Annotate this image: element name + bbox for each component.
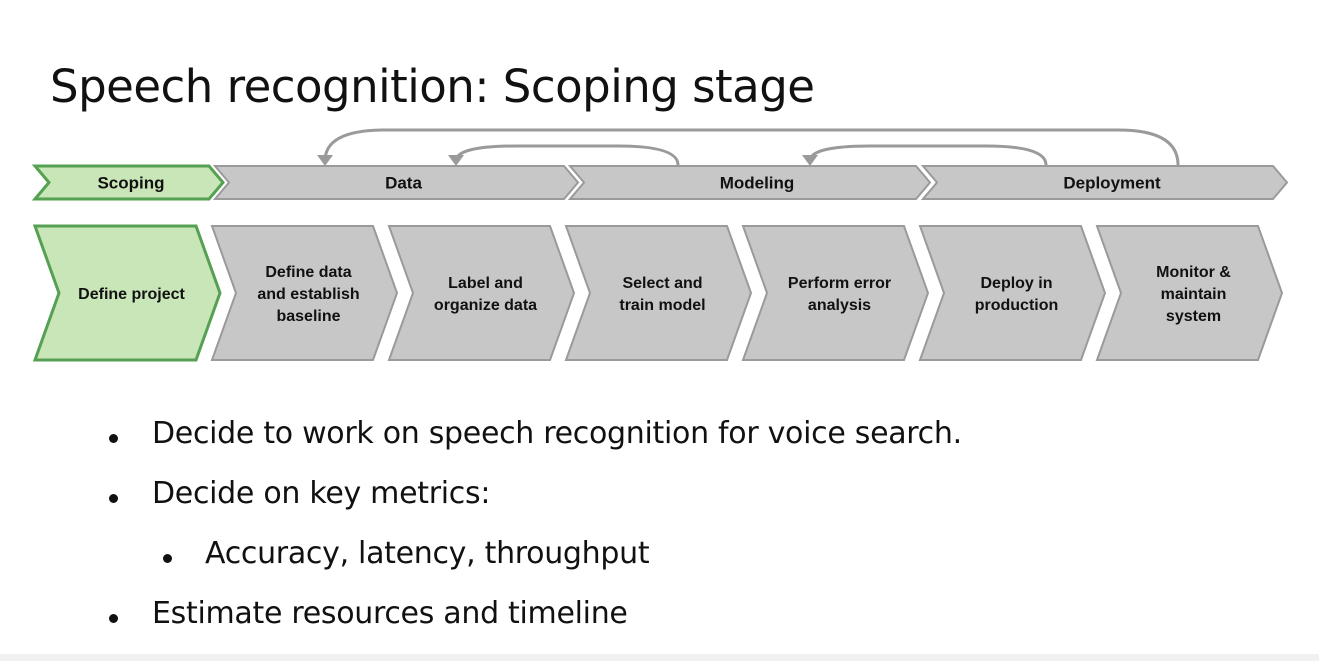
step-chevron	[918, 225, 1107, 361]
feedback-arrows	[317, 128, 1180, 166]
phase-scoping: Scoping	[31, 164, 225, 201]
step-label-line: train model	[619, 297, 705, 314]
step-label-line: analysis	[808, 297, 871, 314]
step-label-line: Define data	[265, 264, 351, 281]
bullet-text: Estimate resources and timeline	[152, 596, 628, 631]
step-1: Define project	[32, 224, 222, 362]
step-label-line: Label and	[448, 275, 523, 292]
phase-chevron	[212, 165, 580, 200]
step-chevron	[387, 225, 576, 361]
step-label-line: Select and	[622, 275, 702, 292]
step-label-line: organize data	[434, 297, 537, 314]
bullet-dot	[163, 554, 172, 563]
step-label-line: baseline	[276, 308, 340, 325]
bullet-dot	[109, 494, 118, 503]
step-chevron	[564, 225, 753, 361]
arrowhead-icon	[448, 155, 464, 166]
bottom-strip	[0, 654, 1319, 661]
phase-label: Data	[385, 174, 422, 193]
sub-bullet-item: Accuracy, latency, throughput	[163, 536, 650, 571]
bullet-dot	[109, 434, 118, 443]
step-2: Define data and establish baseline	[210, 225, 399, 361]
step-4: Select and train model	[564, 225, 753, 361]
step-label-line: maintain	[1161, 286, 1227, 303]
arrowhead-icon	[802, 155, 818, 166]
step-5: Perform error analysis	[741, 225, 930, 361]
bullet-text: Decide on key metrics:	[152, 476, 491, 511]
step-label-line: Perform error	[788, 275, 891, 292]
step-chevron	[1095, 225, 1284, 361]
slide-title: Speech recognition: Scoping stage	[50, 60, 815, 113]
bullet-text: Accuracy, latency, throughput	[205, 536, 650, 571]
phase-label: Modeling	[720, 174, 795, 193]
feedback-arrow	[454, 144, 680, 166]
bullet-item: Decide to work on speech recognition for…	[109, 416, 962, 451]
phase-chevron	[920, 165, 1289, 200]
step-6: Deploy in production	[918, 225, 1107, 361]
phase-deployment: Deployment	[920, 165, 1289, 200]
step-label-line: Deploy in	[980, 275, 1052, 292]
step-chevron	[741, 225, 930, 361]
step-3: Label and organize data	[387, 225, 576, 361]
phase-modeling: Modeling	[567, 165, 932, 200]
step-chevron	[210, 225, 399, 361]
feedback-arrow	[808, 144, 1048, 166]
arrowhead-icon	[317, 155, 333, 166]
step-7: Monitor & maintain system	[1095, 225, 1284, 361]
step-label-line: system	[1166, 308, 1221, 325]
step-label-line: Define project	[78, 286, 185, 303]
phase-chevron	[567, 165, 932, 200]
phase-row: Scoping Data Modeling Deployment	[31, 164, 1289, 201]
step-label-line: and establish	[257, 286, 359, 303]
phase-label: Deployment	[1063, 174, 1161, 193]
step-row: Define project Define data and establish ba…	[32, 224, 1284, 362]
step-label-line: production	[975, 297, 1059, 314]
bullet-dot	[109, 614, 118, 623]
bullet-text: Decide to work on speech recognition for…	[152, 416, 962, 451]
phase-chevron	[31, 164, 225, 201]
phase-data: Data	[212, 165, 580, 200]
step-label-line: Monitor &	[1156, 264, 1231, 281]
phase-label: Scoping	[97, 174, 164, 193]
bullet-item: Estimate resources and timeline	[109, 596, 628, 631]
step-chevron	[32, 224, 222, 362]
feedback-arrow	[323, 128, 1180, 166]
ml-lifecycle-diagram: Scoping Data Modeling Deployment Define pro…	[31, 128, 1289, 362]
bullet-item: Decide on key metrics:	[109, 476, 491, 511]
